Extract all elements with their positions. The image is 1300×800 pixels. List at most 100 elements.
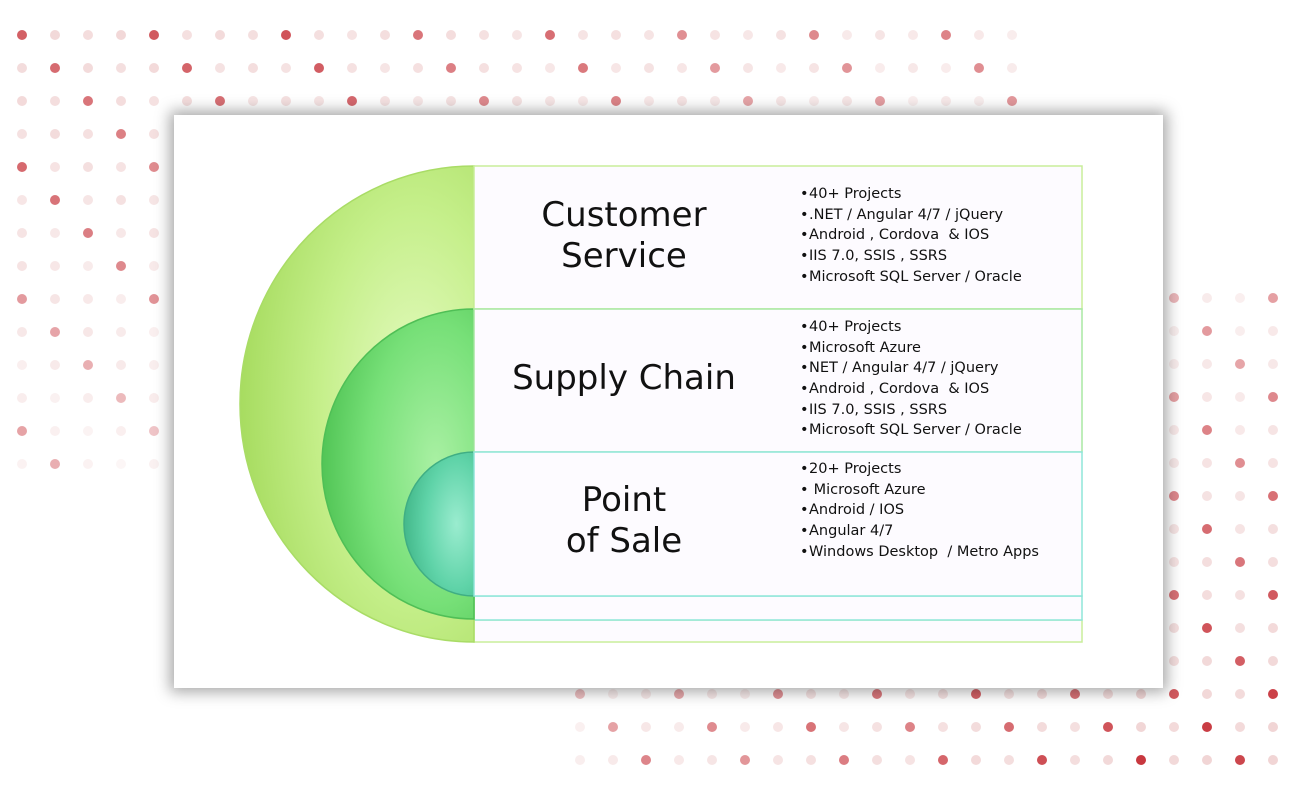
background-dot [50,327,60,337]
background-dot [1202,524,1212,534]
background-dot [644,96,654,106]
background-dot [17,228,27,238]
background-dot [641,755,651,765]
background-dot [941,63,951,73]
background-dot [809,30,819,40]
background-dot [1202,689,1212,699]
background-dot [446,30,456,40]
background-dot [17,459,27,469]
background-dot [347,96,357,106]
background-dot [248,63,258,73]
background-dot [1268,359,1278,369]
background-dot [512,63,522,73]
background-dot [83,459,93,469]
background-dot [1169,656,1179,666]
background-dot [479,30,489,40]
background-dot [446,96,456,106]
background-dot [677,96,687,106]
background-dot [677,30,687,40]
list-item: .NET / Angular 4/7 / jQuery [800,205,1022,226]
background-dot [248,96,258,106]
background-dot [1202,425,1212,435]
background-dot [905,722,915,732]
background-dot [710,96,720,106]
list-item: Windows Desktop / Metro Apps [800,542,1039,563]
background-dot [1235,293,1245,303]
background-dot [908,63,918,73]
background-dot [677,63,687,73]
background-dot [1169,458,1179,468]
background-dot [1268,425,1278,435]
background-dot [182,96,192,106]
background-dot [875,96,885,106]
background-dot [839,755,849,765]
background-dot [1235,755,1245,765]
background-dot [446,63,456,73]
list-item: Microsoft Azure [800,338,1022,359]
background-dot [149,294,159,304]
background-dot [1004,755,1014,765]
background-dot [839,722,849,732]
background-dot [743,96,753,106]
background-dot [116,228,126,238]
background-dot [17,393,27,403]
background-dot [149,426,159,436]
background-dot [707,722,717,732]
background-dot [50,162,60,172]
list-item: IIS 7.0, SSIS , SSRS [800,400,1022,421]
background-dot [1169,392,1179,402]
background-dot [773,689,783,699]
background-dot [215,96,225,106]
background-dot [149,195,159,205]
background-dot [116,63,126,73]
background-dot [512,30,522,40]
background-dot [1037,689,1047,699]
background-dot [50,294,60,304]
background-dot [83,228,93,238]
background-dot [50,261,60,271]
background-dot [1007,96,1017,106]
row-title-point-of-sale: Point of Sale [565,480,683,561]
background-dot [974,30,984,40]
background-dot [116,129,126,139]
background-dot [116,360,126,370]
background-dot [1268,722,1278,732]
background-dot [773,722,783,732]
background-dot [281,30,291,40]
background-dot [905,689,915,699]
background-dot [83,426,93,436]
background-dot [17,195,27,205]
background-dot [611,30,621,40]
background-dot [83,96,93,106]
background-dot [575,722,585,732]
background-dot [116,30,126,40]
background-dot [974,96,984,106]
background-dot [1169,590,1179,600]
background-dot [578,30,588,40]
list-item: IIS 7.0, SSIS , SSRS [800,246,1022,267]
background-dot [17,261,27,271]
background-dot [1202,722,1212,732]
background-dot [17,327,27,337]
background-dot [1235,491,1245,501]
background-dot [608,755,618,765]
background-dot [1202,392,1212,402]
background-dot [149,327,159,337]
background-dot [83,327,93,337]
background-dot [971,689,981,699]
background-dot [1169,755,1179,765]
background-dot [740,689,750,699]
background-dot [116,294,126,304]
background-dot [149,63,159,73]
background-dot [17,63,27,73]
background-dot [641,722,651,732]
background-dot [776,96,786,106]
background-dot [938,689,948,699]
background-dot [1202,557,1212,567]
background-dot [83,30,93,40]
background-dot [938,722,948,732]
background-dot [1235,590,1245,600]
background-dot [905,755,915,765]
background-dot [1268,293,1278,303]
